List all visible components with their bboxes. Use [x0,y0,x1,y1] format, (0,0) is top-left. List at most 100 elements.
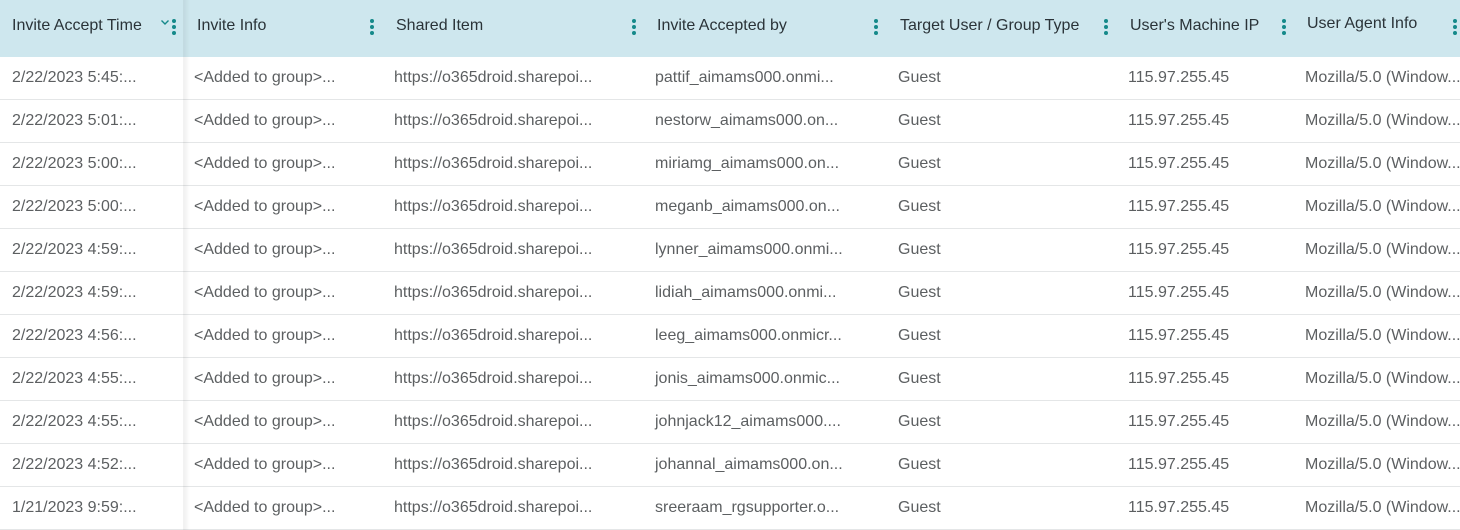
cell-invite-accepted-by: lynner_aimams000.onmi... [655,241,843,258]
cell-target-type: Guest [898,370,941,387]
cell-invite-accepted-by: pattif_aimams000.onmi... [655,69,834,86]
column-header-invite-accepted-by[interactable]: Invite Accepted by [645,0,887,57]
cell-invite-accept-time: 1/21/2023 9:59:... [12,499,137,516]
column-header-label: User Agent Info [1307,14,1418,32]
cell-invite-accept-time: 2/22/2023 5:00:... [12,198,137,215]
cell-machine-ip: 115.97.255.45 [1128,155,1230,172]
cell-invite-accepted-by: leeg_aimams000.onmicr... [655,327,842,344]
cell-user-agent: Mozilla/5.0 (Window... [1305,198,1460,215]
grid-header-row: Invite Accept Time Invite Info Shared It… [0,0,1460,57]
cell-machine-ip: 115.97.255.45 [1128,112,1230,129]
table-row[interactable]: 2/22/2023 5:00:... <Added to group>... h… [0,143,1460,186]
cell-user-agent: Mozilla/5.0 (Window... [1305,155,1460,172]
cell-shared-item: https://o365droid.sharepoi... [394,370,593,387]
cell-invite-info: <Added to group>... [194,155,336,172]
table-row[interactable]: 2/22/2023 4:52:... <Added to group>... h… [0,444,1460,487]
cell-user-agent: Mozilla/5.0 (Window... [1305,413,1460,430]
cell-machine-ip: 115.97.255.45 [1128,327,1230,344]
cell-invite-info: <Added to group>... [194,241,336,258]
column-header-label: Invite Accept Time [12,16,142,34]
cell-invite-info: <Added to group>... [194,370,336,387]
cell-shared-item: https://o365droid.sharepoi... [394,499,593,516]
column-header-users-machine-ip[interactable]: User's Machine IP [1117,0,1293,57]
cell-invite-info: <Added to group>... [194,69,336,86]
cell-target-type: Guest [898,112,941,129]
column-header-label: User's Machine IP [1130,16,1260,34]
table-row[interactable]: 2/22/2023 5:00:... <Added to group>... h… [0,186,1460,229]
cell-invite-accepted-by: nestorw_aimams000.on... [655,112,839,129]
kebab-menu-icon[interactable] [632,19,636,35]
cell-invite-info: <Added to group>... [194,112,336,129]
cell-user-agent: Mozilla/5.0 (Window... [1305,456,1460,473]
cell-invite-accept-time: 2/22/2023 4:59:... [12,241,137,258]
kebab-menu-icon[interactable] [874,19,878,35]
cell-invite-info: <Added to group>... [194,327,336,344]
table-row[interactable]: 2/22/2023 5:01:... <Added to group>... h… [0,100,1460,143]
kebab-menu-icon[interactable] [172,19,176,35]
cell-target-type: Guest [898,327,941,344]
cell-target-type: Guest [898,284,941,301]
column-header-target-user-group-type[interactable]: Target User / Group Type [887,0,1117,57]
column-header-label: Target User / Group Type [900,16,1080,34]
cell-machine-ip: 115.97.255.45 [1128,69,1230,86]
cell-invite-info: <Added to group>... [194,198,336,215]
cell-invite-accepted-by: sreeraam_rgsupporter.o... [655,499,840,516]
cell-shared-item: https://o365droid.sharepoi... [394,198,593,215]
cell-target-type: Guest [898,241,941,258]
cell-machine-ip: 115.97.255.45 [1128,198,1230,215]
cell-invite-accept-time: 2/22/2023 4:52:... [12,456,137,473]
table-row[interactable]: 2/22/2023 4:59:... <Added to group>... h… [0,229,1460,272]
cell-invite-accepted-by: meganb_aimams000.on... [655,198,840,215]
kebab-menu-icon[interactable] [1453,19,1457,35]
table-row[interactable]: 2/22/2023 4:55:... <Added to group>... h… [0,401,1460,444]
table-row[interactable]: 2/22/2023 5:45:... <Added to group>... h… [0,57,1460,100]
cell-target-type: Guest [898,198,941,215]
cell-shared-item: https://o365droid.sharepoi... [394,69,593,86]
cell-shared-item: https://o365droid.sharepoi... [394,413,593,430]
cell-machine-ip: 115.97.255.45 [1128,241,1230,258]
cell-machine-ip: 115.97.255.45 [1128,284,1230,301]
cell-shared-item: https://o365droid.sharepoi... [394,112,593,129]
column-header-label: Invite Info [197,16,267,34]
cell-shared-item: https://o365droid.sharepoi... [394,155,593,172]
column-header-user-agent-info[interactable]: User Agent Info [1293,0,1460,57]
cell-invite-accept-time: 2/22/2023 4:59:... [12,284,137,301]
cell-invite-accept-time: 2/22/2023 5:00:... [12,155,137,172]
cell-invite-accept-time: 2/22/2023 4:55:... [12,413,137,430]
table-row[interactable]: 2/22/2023 4:56:... <Added to group>... h… [0,315,1460,358]
cell-invite-accept-time: 2/22/2023 5:45:... [12,69,137,86]
kebab-menu-icon[interactable] [370,19,374,35]
column-header-label: Shared Item [396,16,484,34]
table-row[interactable]: 1/21/2023 9:59:... <Added to group>... h… [0,487,1460,530]
cell-invite-info: <Added to group>... [194,499,336,516]
column-header-invite-accept-time[interactable]: Invite Accept Time [0,0,184,57]
cell-invite-accept-time: 2/22/2023 4:55:... [12,370,137,387]
cell-invite-info: <Added to group>... [194,456,336,473]
cell-invite-accepted-by: johnjack12_aimams000.... [655,413,841,430]
kebab-menu-icon[interactable] [1282,19,1286,35]
cell-user-agent: Mozilla/5.0 (Window... [1305,69,1460,86]
cell-user-agent: Mozilla/5.0 (Window... [1305,112,1460,129]
cell-user-agent: Mozilla/5.0 (Window... [1305,241,1460,258]
cell-invite-info: <Added to group>... [194,413,336,430]
cell-machine-ip: 115.97.255.45 [1128,370,1230,387]
cell-invite-accept-time: 2/22/2023 4:56:... [12,327,137,344]
cell-shared-item: https://o365droid.sharepoi... [394,327,593,344]
cell-target-type: Guest [898,456,941,473]
cell-target-type: Guest [898,499,941,516]
kebab-menu-icon[interactable] [1104,19,1108,35]
column-header-shared-item[interactable]: Shared Item [383,0,645,57]
column-header-invite-info[interactable]: Invite Info [184,0,383,57]
cell-machine-ip: 115.97.255.45 [1128,413,1230,430]
cell-invite-accept-time: 2/22/2023 5:01:... [12,112,137,129]
cell-user-agent: Mozilla/5.0 (Window... [1305,284,1460,301]
cell-target-type: Guest [898,155,941,172]
cell-invite-accepted-by: lidiah_aimams000.onmi... [655,284,837,301]
table-row[interactable]: 2/22/2023 4:55:... <Added to group>... h… [0,358,1460,401]
cell-invite-info: <Added to group>... [194,284,336,301]
sort-descending-chevron-icon[interactable] [160,17,170,27]
cell-shared-item: https://o365droid.sharepoi... [394,284,593,301]
table-row[interactable]: 2/22/2023 4:59:... <Added to group>... h… [0,272,1460,315]
cell-invite-accepted-by: johannal_aimams000.on... [655,456,843,473]
